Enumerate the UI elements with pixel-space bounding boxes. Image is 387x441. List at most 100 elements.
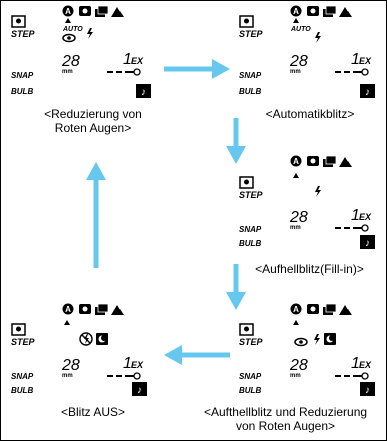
frame-counter: 1 <box>351 51 360 68</box>
svg-text:♪: ♪ <box>365 385 370 396</box>
arrow-up <box>86 162 106 268</box>
flash-pointer <box>293 173 299 178</box>
bulb-label: BULB <box>239 386 261 395</box>
flash-pointer <box>293 18 299 23</box>
portrait-mode-icon <box>239 15 254 28</box>
continuous-icon <box>95 303 109 315</box>
svg-text:A: A <box>293 305 299 314</box>
battery-icon <box>133 372 141 380</box>
battery-icon <box>361 372 369 380</box>
arrow-left <box>164 345 230 365</box>
exposure-label: EX <box>359 56 372 66</box>
flash-icon <box>87 28 93 39</box>
svg-text:A: A <box>65 305 71 314</box>
mm-label: mm <box>62 373 73 379</box>
continuous-icon <box>323 303 337 315</box>
snap-label: SNAP <box>239 71 262 80</box>
lcd-panel-auto-flash: A STEP AUTO 28 mm 1 EX SNAP BULB ♪ <box>239 5 375 98</box>
flash-icon <box>315 32 321 43</box>
step-label: STEP <box>11 29 36 39</box>
self-timer-icon <box>307 156 319 166</box>
music-icon: ♪ <box>132 382 147 396</box>
snap-label: SNAP <box>11 71 34 80</box>
snap-label: SNAP <box>239 225 262 234</box>
mode-a-icon: A <box>290 155 302 167</box>
top-icon-row: A <box>62 5 124 17</box>
top-icon-row: A <box>290 155 352 167</box>
mm-label: mm <box>62 69 73 75</box>
mode-a-icon: A <box>62 5 74 17</box>
exposure-label: EX <box>131 360 144 370</box>
continuous-icon <box>323 155 337 167</box>
lcd-panel-red-eye: A STEP AUTO 28 mm 1 EX SNAP BULB ♪ <box>11 5 151 98</box>
mm-label: mm <box>290 69 301 75</box>
self-timer-icon <box>79 304 91 314</box>
caption-fill-in: <Aufhellblitz(Fill-in)> <box>255 262 364 276</box>
svg-text:♪: ♪ <box>137 385 142 396</box>
mm-label: mm <box>290 373 301 379</box>
step-label: STEP <box>239 29 264 39</box>
caption-fill-red-eye: <Aufthellblitz und Reduzierung von Roten… <box>203 405 368 433</box>
snap-label: SNAP <box>239 372 262 381</box>
flash-icon <box>315 186 321 197</box>
continuous-icon <box>323 5 337 17</box>
svg-text:♪: ♪ <box>365 87 370 98</box>
lcd-panel-fill-in: A STEP 28 mm 1 EX SNAP BULB ♪ <box>239 155 375 249</box>
lcd-digits: 28 <box>61 357 80 374</box>
bulb-label: BULB <box>11 386 33 395</box>
eye-icon <box>294 337 308 347</box>
svg-text:A: A <box>293 157 299 166</box>
landscape-icon <box>111 305 124 315</box>
step-label: STEP <box>239 190 264 200</box>
caption-flash-off: <Blitz AUS> <box>60 405 126 419</box>
arrow-down-2 <box>226 264 246 310</box>
svg-text:♪: ♪ <box>365 238 370 249</box>
lcd-digits: 28 <box>289 209 308 226</box>
flash-pointer <box>64 320 70 325</box>
battery-icon <box>361 68 369 76</box>
caption-auto-flash: <Automatikblitz> <box>265 107 355 121</box>
night-icon <box>324 333 336 345</box>
snap-label: SNAP <box>11 372 34 381</box>
flash-pointer <box>65 18 71 23</box>
step-label: STEP <box>239 337 264 347</box>
music-icon: ♪ <box>360 84 375 98</box>
mode-a-icon: A <box>62 303 74 315</box>
portrait-mode-icon <box>11 15 26 28</box>
top-icon-row: A <box>62 303 124 315</box>
flash-icon <box>314 334 320 345</box>
frame-counter: 1 <box>123 51 132 68</box>
lcd-digits: 28 <box>61 53 80 70</box>
svg-text:A: A <box>65 7 71 16</box>
flash-pointer <box>293 320 299 325</box>
top-icon-row: A <box>290 5 352 17</box>
portrait-mode-icon <box>239 323 254 336</box>
frame-counter: 1 <box>351 207 360 224</box>
music-icon: ♪ <box>360 235 375 249</box>
night-icon <box>96 333 108 345</box>
portrait-mode-icon <box>11 323 26 336</box>
lcd-panel-flash-off: A STEP 28 mm 1 EX SNAP BULB ♪ <box>11 303 147 396</box>
lcd-digits: 28 <box>289 53 308 70</box>
auto-label: AUTO <box>62 26 83 33</box>
mode-a-icon: A <box>290 303 302 315</box>
lcd-panel-fill-red-eye: A STEP 28 mm 1 EX SNAP BULB ♪ <box>239 303 375 396</box>
frame-counter: 1 <box>351 355 360 372</box>
svg-text:♪: ♪ <box>141 87 146 98</box>
svg-text:A: A <box>293 7 299 16</box>
auto-label: AUTO <box>290 26 311 33</box>
portrait-mode-icon <box>239 176 254 189</box>
self-timer-icon <box>307 304 319 314</box>
lcd-digits: 28 <box>289 357 308 374</box>
landscape-icon <box>111 7 124 17</box>
self-timer-icon <box>307 6 319 16</box>
bulb-label: BULB <box>239 87 261 96</box>
continuous-icon <box>95 5 109 17</box>
arrow-down-1 <box>226 118 246 164</box>
music-icon: ♪ <box>360 382 375 396</box>
exposure-label: EX <box>131 56 144 66</box>
mode-a-icon: A <box>290 5 302 17</box>
exposure-label: EX <box>359 212 372 222</box>
arrow-right <box>164 59 230 79</box>
step-label: STEP <box>11 337 36 347</box>
